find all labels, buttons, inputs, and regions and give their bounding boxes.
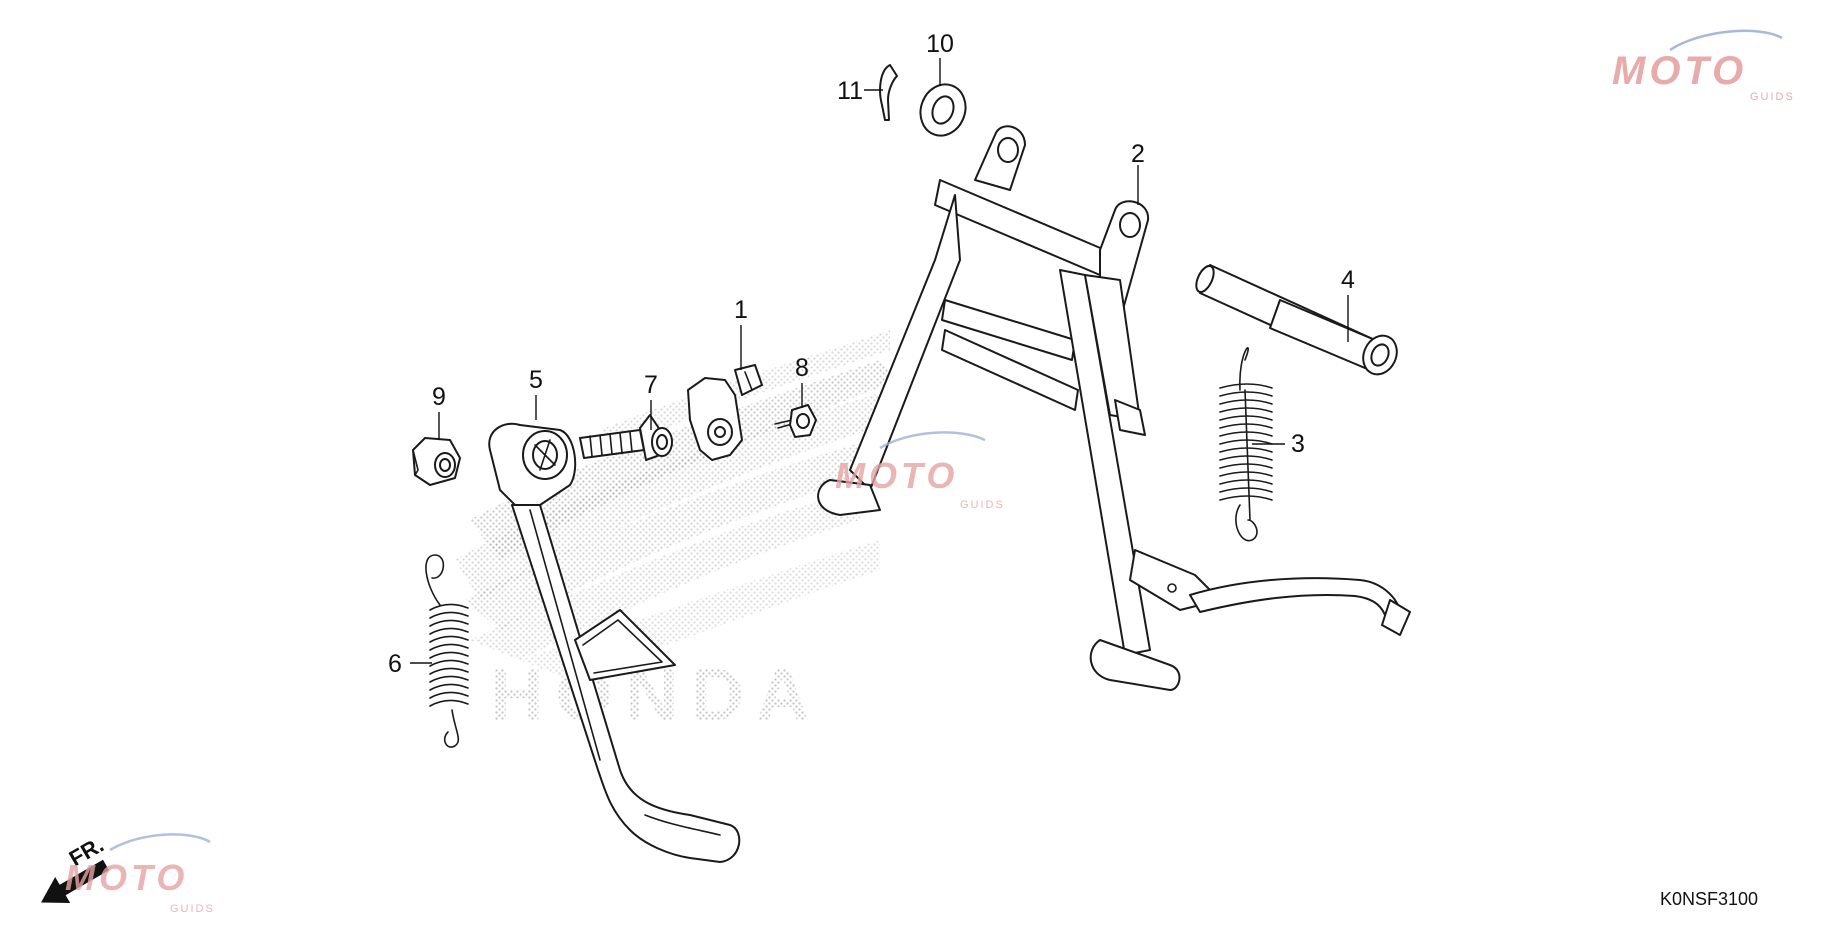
callout-3: 3	[1291, 430, 1305, 458]
callout-2: 2	[1131, 140, 1145, 168]
callout-5: 5	[529, 366, 543, 394]
switch-bolt[interactable]	[774, 404, 817, 438]
main-stand-spring[interactable]	[1219, 347, 1273, 542]
watermark-brand: MOTO	[1612, 49, 1747, 93]
diagram-code: K0NSF3100	[1660, 889, 1758, 909]
watermark-sub-center: GUIDS	[960, 499, 1005, 511]
side-stand-switch[interactable]	[687, 364, 763, 461]
watermark-sub: GUIDS	[1750, 91, 1795, 103]
side-stand[interactable]	[488, 422, 741, 863]
callout-8: 8	[795, 354, 809, 382]
callout-7: 7	[644, 371, 658, 399]
leader-lines	[410, 58, 1349, 664]
pivot-shaft[interactable]	[1193, 263, 1403, 380]
side-stand-nut[interactable]	[412, 437, 461, 486]
callout-9: 9	[432, 383, 446, 411]
callout-1: 1	[734, 296, 748, 324]
watermark-bottom-left: MOTO GUIDS	[65, 833, 215, 915]
cotter-pin[interactable]	[879, 64, 898, 121]
callout-6: 6	[388, 650, 402, 678]
side-stand-bolt[interactable]	[579, 414, 673, 461]
watermark-center: MOTO GUIDS	[835, 431, 1005, 511]
callout-11: 11	[837, 77, 863, 105]
watermark-brand-center: MOTO	[835, 455, 958, 496]
watermark-brand-bottom: MOTO	[65, 857, 188, 898]
callouts: 1 2 3 4 5 6 7 8 9 10 11	[388, 30, 1355, 678]
side-stand-spring[interactable]	[425, 554, 469, 748]
washer[interactable]	[913, 78, 972, 142]
watermark-sub-bottom: GUIDS	[170, 903, 215, 915]
watermark-top-right: MOTO GUIDS	[1612, 29, 1795, 103]
main-stand[interactable]	[817, 125, 1411, 691]
callout-4: 4	[1341, 266, 1355, 294]
callout-10: 10	[926, 30, 954, 58]
